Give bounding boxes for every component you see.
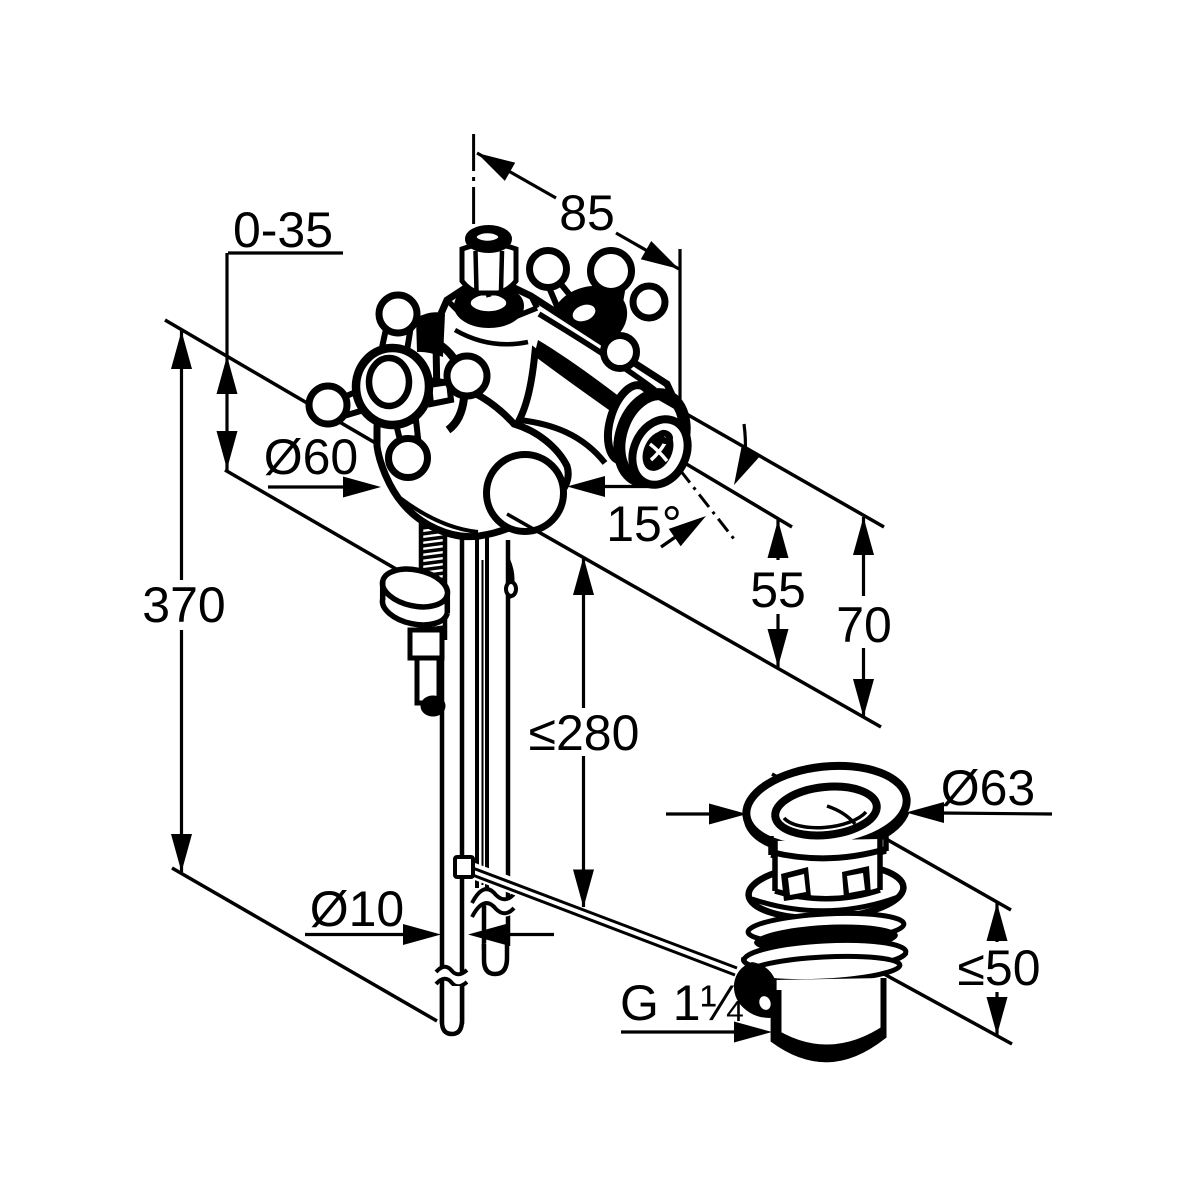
svg-text:70: 70 bbox=[836, 597, 892, 653]
svg-text:55: 55 bbox=[750, 562, 806, 618]
svg-text:Ø60: Ø60 bbox=[264, 429, 359, 485]
svg-text:370: 370 bbox=[142, 577, 225, 633]
svg-text:≤280: ≤280 bbox=[529, 705, 640, 761]
svg-text:≤50: ≤50 bbox=[957, 940, 1040, 996]
svg-text:Ø63: Ø63 bbox=[941, 760, 1036, 816]
svg-text:G 1¼: G 1¼ bbox=[620, 975, 744, 1031]
svg-text:15°: 15° bbox=[606, 496, 682, 552]
svg-text:Ø10: Ø10 bbox=[310, 881, 405, 937]
svg-text:0-35: 0-35 bbox=[233, 202, 333, 258]
svg-text:85: 85 bbox=[559, 185, 615, 241]
